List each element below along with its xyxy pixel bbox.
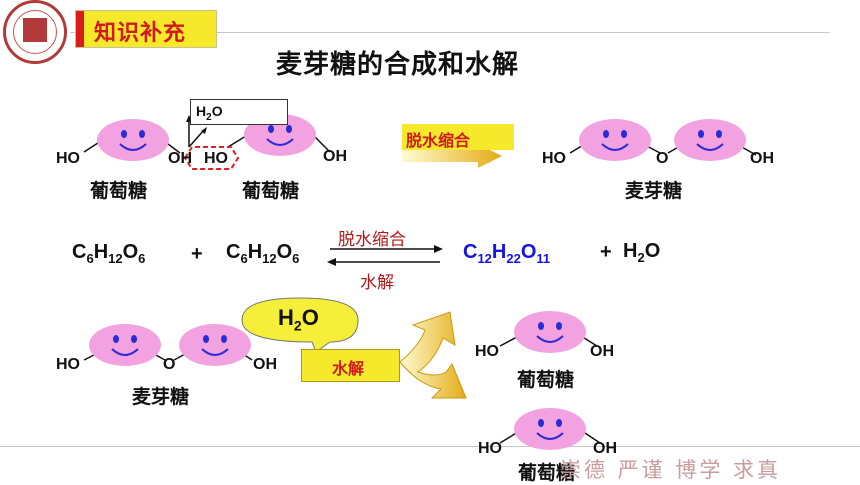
glucose-molecule-1 [83, 118, 181, 162]
hydrolysis-split-arrow [399, 311, 467, 399]
hydroxyl-left: HO [56, 150, 80, 167]
hydroxyl-right: OH [323, 148, 347, 165]
maltose-label: 麦芽糖 [132, 387, 190, 408]
hydroxyl-right: OH [593, 440, 617, 457]
water-box-formula: H2O [196, 103, 223, 123]
glucose-label-1: 葡萄糖 [90, 181, 148, 202]
water-speech-bubble [241, 297, 359, 353]
hydroxyl-left: HO [204, 150, 228, 167]
hydroxyl-left: HO [478, 440, 502, 457]
section-badge: 知识补充 [75, 10, 217, 48]
maltose-label: 麦芽糖 [625, 181, 683, 202]
maltose-molecule-reactant [83, 323, 253, 367]
hydroxyl-left: HO [475, 343, 499, 360]
water-formula: H2O [623, 240, 661, 265]
footer-divider [0, 446, 860, 447]
header-divider [70, 32, 830, 33]
glucose-product-top [499, 310, 598, 354]
water-box [190, 99, 288, 125]
glucose-formula-1: C6H12O6 [72, 241, 146, 266]
maltose-molecule-product [569, 118, 757, 162]
badge-label: 知识补充 [94, 20, 187, 45]
school-motto: 崇德 严谨 博学 求真 [560, 458, 782, 482]
school-logo [3, 0, 67, 64]
forward-reaction-label: 脱水缩合 [338, 230, 406, 249]
hydroxyl-right: OH [168, 150, 192, 167]
bubble-water-formula: H2O [278, 305, 319, 334]
hydroxyl-right: OH [590, 343, 614, 360]
glucose-molecule-2 [227, 113, 331, 157]
plus-sign: + [600, 241, 612, 263]
glycosidic-oxygen: O [163, 356, 176, 373]
page-title: 麦芽糖的合成和水解 [276, 49, 520, 79]
hydroxyl-right: OH [253, 356, 277, 373]
hydroxyl-left: HO [542, 150, 566, 167]
condensation-arrow [402, 144, 502, 168]
glucose-label-top: 葡萄糖 [517, 370, 575, 391]
glucose-formula-2: C6H12O6 [226, 241, 300, 266]
glucose-product-bottom [499, 407, 601, 451]
glucose-label-2: 葡萄糖 [242, 181, 300, 202]
hydrolysis-step-label: 水解 [301, 349, 400, 382]
reverse-reaction-label: 水解 [360, 273, 394, 292]
hydroxyl-left: HO [56, 356, 80, 373]
condensation-step-label: 脱水缩合 [402, 124, 514, 150]
plus-sign: + [191, 243, 203, 265]
glucose-label-bottom: 葡萄糖 [518, 463, 576, 484]
glycosidic-oxygen: O [656, 150, 669, 167]
maltose-formula: C12H22O11 [463, 241, 551, 266]
reaction-site-hexagon [183, 146, 240, 170]
hydroxyl-right: OH [750, 150, 774, 167]
